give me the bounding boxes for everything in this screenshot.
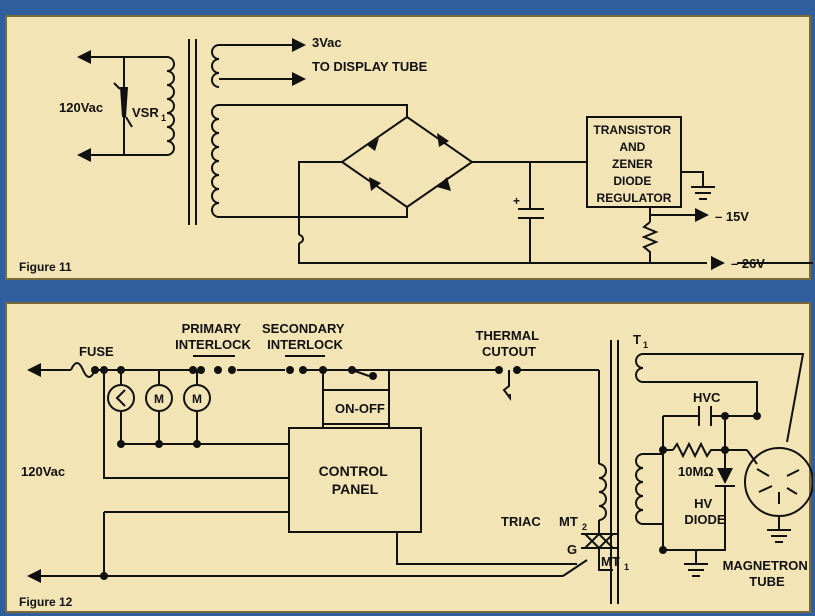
diode-4: [437, 177, 451, 191]
display-tube-label: TO DISPLAY TUBE: [312, 59, 428, 74]
primary-interlock-label: PRIMARY INTERLOCK: [175, 321, 251, 352]
diode-3: [369, 177, 381, 191]
resistor-label: 10MΩ: [678, 464, 714, 479]
vsr-subscript: 1: [161, 113, 166, 123]
secondary-wiring: [219, 104, 813, 264]
filter-capacitor: [518, 162, 544, 263]
3vac-label: 3Vac: [312, 35, 342, 50]
bridge-rectifier: [340, 115, 474, 209]
motor-2-label: M: [192, 392, 202, 406]
magnetron-label: MAGNETRON TUBE: [723, 558, 812, 589]
secondary-interlock-label: SECONDARY INTERLOCK: [262, 321, 348, 352]
fuse-symbol: [70, 362, 96, 378]
gate-label: G: [567, 542, 577, 557]
ground-symbol: [681, 171, 715, 200]
t1-subscript: 1: [643, 340, 648, 350]
capacitor-plus-label: +: [513, 194, 520, 208]
hv-diode-label: HV DIODE: [684, 496, 726, 527]
bottom-line-wiring: [27, 559, 588, 583]
hv-resistor: [672, 441, 715, 459]
thermal-cutout-switch: [502, 370, 511, 401]
figure-12-panel: FUSE PRIMARY INTERLOCK SECONDARY INTERLO…: [5, 302, 813, 613]
on-off-box: [322, 389, 390, 425]
control-panel-label: CONTROL PANEL: [319, 463, 392, 497]
display-tube-arrows: [219, 38, 306, 86]
lamp-symbol: [107, 384, 135, 412]
varistor-vsr1: [113, 82, 133, 128]
control-panel-box: [288, 427, 422, 533]
diode-1: [367, 138, 379, 151]
mt2-subscript: 2: [582, 522, 587, 532]
input-voltage-label: 120Vac: [21, 464, 65, 479]
control-wiring: [103, 370, 577, 576]
top-line-wiring: [27, 362, 600, 464]
vsr-label: VSR: [132, 105, 159, 120]
hv-capacitor: [698, 406, 712, 426]
transformer-t1-core: [610, 340, 619, 604]
output-resistor: [641, 207, 709, 263]
t1-label: T: [633, 332, 641, 347]
regulator-label: TRANSISTOR AND ZENER DIODE REGULATOR: [593, 123, 674, 205]
ground-symbol-hv: [684, 550, 708, 577]
figure-12-caption: Figure 12: [19, 595, 73, 609]
hv-circuit-wiring: [643, 415, 757, 551]
figure-11-caption: Figure 11: [19, 260, 72, 274]
hv-winding: [635, 453, 644, 525]
transformer-primary-coil: [166, 56, 175, 156]
input-voltage-label: 120Vac: [59, 100, 103, 115]
fuse-label: FUSE: [79, 344, 114, 359]
on-off-label: ON-OFF: [335, 401, 385, 416]
figure-12-schematic: FUSE PRIMARY INTERLOCK SECONDARY INTERLO…: [19, 321, 813, 609]
mt1-subscript: 1: [624, 562, 629, 572]
output-15v-label: – 15V: [715, 209, 749, 224]
figure-11-panel: 120Vac VSR 1 3Vac TO DISPLAY TUBE: [5, 15, 813, 280]
filament-wiring: [643, 353, 805, 443]
triac-coil: [598, 463, 607, 521]
magnetron-symbol: [744, 447, 813, 543]
transformer-main-secondary-coil: [211, 104, 220, 218]
hvc-label: HVC: [693, 390, 721, 405]
load-devices: [107, 370, 289, 445]
triac-label: TRIAC: [501, 514, 541, 529]
diode-2: [437, 133, 449, 147]
on-off-switch: [322, 366, 390, 428]
figure-11-schematic: 120Vac VSR 1 3Vac TO DISPLAY TUBE: [19, 35, 813, 274]
thermal-cutout-label: THERMAL CUTOUT: [476, 328, 543, 359]
motor-1-label: M: [154, 392, 164, 406]
transformer-3vac-coil: [211, 44, 220, 88]
filament-winding: [635, 353, 644, 383]
hv-diode-symbol: [715, 468, 735, 494]
transformer-core: [188, 39, 197, 225]
mt2-label: MT: [559, 514, 578, 529]
regulator-box: [586, 116, 682, 208]
output-26v-label: – 26V: [731, 256, 765, 271]
